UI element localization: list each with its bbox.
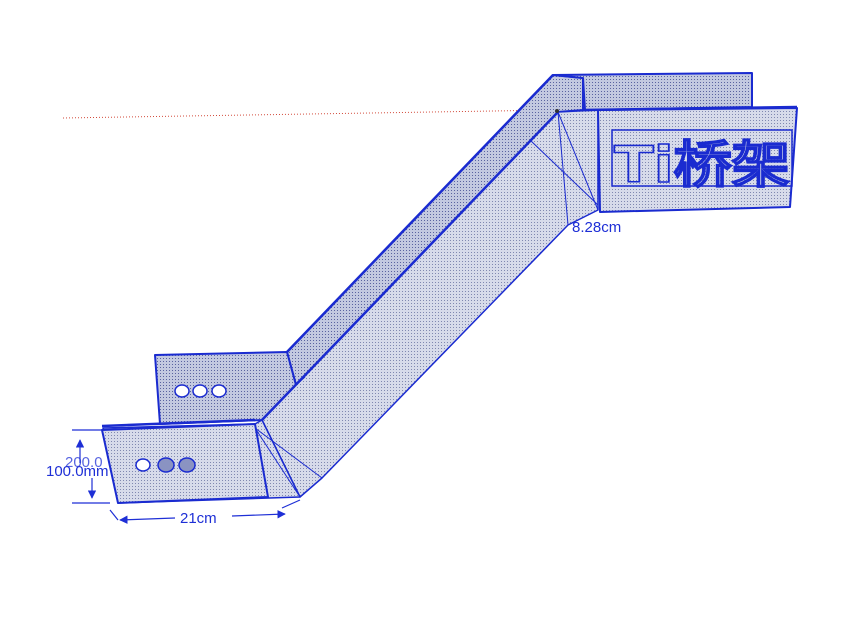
- edge-line: [584, 105, 798, 112]
- hole: [174, 384, 190, 398]
- edge-line: [101, 418, 256, 428]
- height-dimension-label: 100.0mm: [46, 463, 109, 480]
- hole: [157, 457, 175, 473]
- inference-guide-line: [62, 109, 556, 119]
- length-dimension-label: 21cm: [180, 510, 217, 527]
- logo-text: Ti桥架: [614, 136, 790, 194]
- hole: [178, 457, 196, 473]
- logo-frame: [611, 129, 793, 187]
- edge-line: [254, 427, 301, 498]
- hole: [211, 384, 227, 398]
- edge-line: [286, 74, 554, 353]
- height-overlap-label: 200.0: [65, 454, 103, 471]
- edge-line: [254, 427, 323, 479]
- hole: [192, 384, 208, 398]
- slant-dimension-label: 8.28cm: [572, 219, 621, 236]
- edge-line: [286, 351, 297, 386]
- hole: [135, 458, 151, 472]
- edge-line: [261, 111, 559, 421]
- edge-line: [557, 111, 599, 211]
- back-wall-holes: [174, 384, 227, 398]
- vertex-point: [555, 109, 559, 113]
- edge-line: [529, 139, 599, 206]
- length-dimension: [109, 499, 301, 524]
- slope-floor[interactable]: [261, 109, 599, 498]
- edge-line: [557, 111, 569, 226]
- front-wall-holes: [135, 457, 196, 473]
- height-dimension: [72, 429, 110, 504]
